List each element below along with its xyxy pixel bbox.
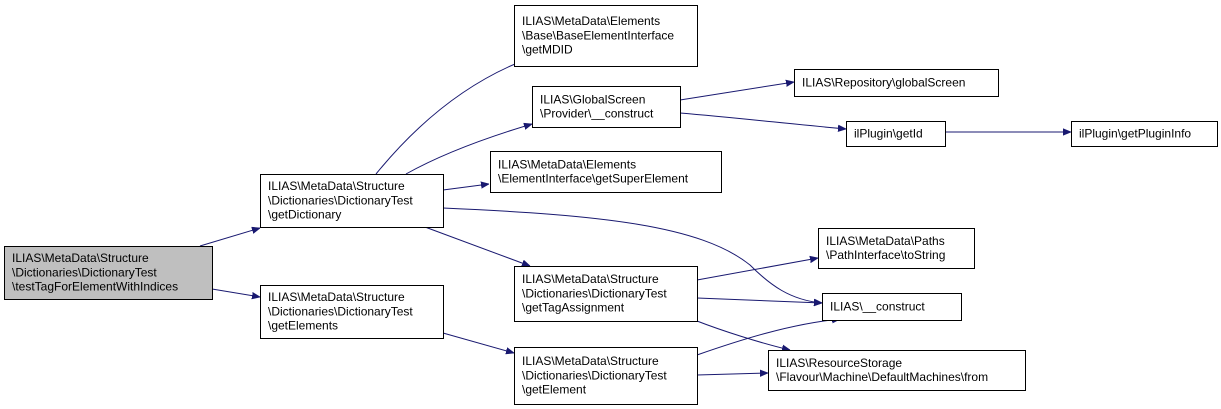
edge-getDictionary-to-construct [442,207,822,303]
edge-getDictionary-to-getTagAssignment [424,226,530,266]
node-box [822,293,962,321]
edge-gsConstruct-to-globalScreen [679,82,794,101]
node-label-line: ILIAS\MetaData\Structure [12,251,149,265]
node-label-line: \ElementInterface\getSuperElement [498,172,689,186]
node-globalScreen[interactable]: ILIAS\Repository\globalScreen [794,69,999,97]
node-getId[interactable]: ilPlugin\getId [846,121,946,147]
node-box [1071,121,1218,147]
node-root[interactable]: ILIAS\MetaData\Structure\Dictionaries\Di… [4,246,213,300]
node-label-line: \Dictionaries\DictionaryTest [12,265,157,279]
node-box [794,69,999,97]
node-box [532,86,681,128]
node-construct[interactable]: ILIAS\__construct [822,293,962,321]
node-box [514,347,698,405]
node-label-line: \Dictionaries\DictionaryTest [522,286,667,300]
node-label-line: ILIAS\GlobalScreen [540,92,645,106]
node-label-line: \getMDID [522,43,573,57]
node-label-line: \getTagAssignment [522,301,625,315]
node-getMDID[interactable]: ILIAS\MetaData\Elements\Base\BaseElement… [514,5,698,67]
node-getElement[interactable]: ILIAS\MetaData\Structure\Dictionaries\Di… [514,347,698,405]
edge-getDictionary-to-getMDID [375,58,530,175]
node-getTagAssignment[interactable]: ILIAS\MetaData\Structure\Dictionaries\Di… [514,266,698,322]
node-label-line: \Base\BaseElementInterface [522,28,674,42]
edge-gsConstruct-to-getId [679,112,846,129]
edge-root-to-getElements [211,288,260,297]
node-box [4,246,213,300]
edge-getElements-to-getElement [442,332,514,353]
node-label-line: ILIAS\MetaData\Structure [522,354,659,368]
node-box [768,350,1026,391]
node-label-line: \Flavour\Machine\DefaultMachines\from [776,370,988,384]
node-label-line: ILIAS\ResourceStorage [776,356,902,370]
node-label-line: ILIAS\MetaData\Structure [522,272,659,286]
edge-getTagAssignment-to-from [696,320,790,350]
node-label-line: ilPlugin\getId [854,126,923,140]
node-getSuperElement[interactable]: ILIAS\MetaData\Elements\ElementInterface… [490,151,722,193]
node-getElements[interactable]: ILIAS\MetaData\Structure\Dictionaries\Di… [260,285,444,339]
node-label-line: \Dictionaries\DictionaryTest [522,368,667,382]
node-label-line: \getDictionary [268,208,341,222]
node-label-line: ilPlugin\getPluginInfo [1079,126,1191,140]
node-label-line: \PathInterface\toString [826,248,945,262]
node-label-line: \Dictionaries\DictionaryTest [268,193,413,207]
node-box [490,151,722,193]
edge-getElement-to-construct [696,319,840,356]
node-label-line: \getElements [268,319,338,333]
node-label-line: \Dictionaries\DictionaryTest [268,304,413,318]
node-box [260,285,444,339]
edge-getElement-to-from [696,373,768,375]
edge-getTagAssignment-to-construct [696,297,822,303]
node-box [260,174,444,228]
node-label-line: ILIAS\__construct [830,299,925,313]
nodes-layer: ILIAS\MetaData\Structure\Dictionaries\Di… [4,5,1218,405]
node-label-line: \Provider\__construct [540,107,654,121]
node-label-line: ILIAS\MetaData\Elements [522,14,660,28]
node-gsConstruct[interactable]: ILIAS\GlobalScreen\Provider\__construct [532,86,681,128]
node-toString[interactable]: ILIAS\MetaData\Paths\PathInterface\toStr… [818,228,975,269]
edge-getTagAssignment-to-toString [696,258,818,281]
node-box [514,266,698,322]
edge-getDictionary-to-gsConstruct [405,124,532,175]
node-getPluginInfo[interactable]: ilPlugin\getPluginInfo [1071,121,1218,147]
node-getDictionary[interactable]: ILIAS\MetaData\Structure\Dictionaries\Di… [260,174,444,228]
edge-root-to-getDictionary [199,228,260,247]
node-label-line: \getElement [522,383,587,397]
node-label-line: ILIAS\MetaData\Elements [498,157,636,171]
node-label-line: ILIAS\MetaData\Structure [268,179,405,193]
node-box [514,5,698,67]
node-box [846,121,946,147]
edges-layer [199,58,1071,375]
node-label-line: ILIAS\MetaData\Structure [268,290,405,304]
node-label-line: \testTagForElementWithIndices [12,280,178,294]
node-label-line: ILIAS\Repository\globalScreen [802,75,965,89]
node-box [818,228,975,269]
edge-getDictionary-to-getSuperElement [442,184,489,191]
node-from[interactable]: ILIAS\ResourceStorage\Flavour\Machine\De… [768,350,1026,391]
node-label-line: ILIAS\MetaData\Paths [826,234,945,248]
